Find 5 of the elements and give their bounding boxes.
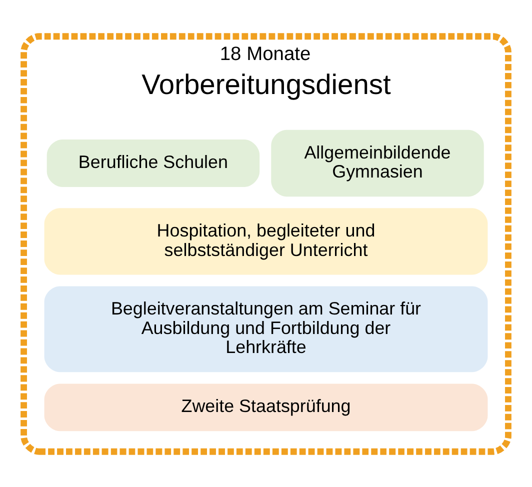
node-box: Zweite Staatsprüfung bbox=[44, 383, 488, 431]
node-box: Begleitveranstaltungen am Seminar für Ausbildung und Fortbildung der Lehrkräfte bbox=[44, 286, 488, 372]
node-box: Berufliche Schulen bbox=[46, 139, 260, 186]
node-box: Allgemeinbildende Gymnasien bbox=[271, 129, 484, 196]
node-box: Hospitation, begleiteter und selbstständiger Unterricht bbox=[44, 208, 488, 274]
